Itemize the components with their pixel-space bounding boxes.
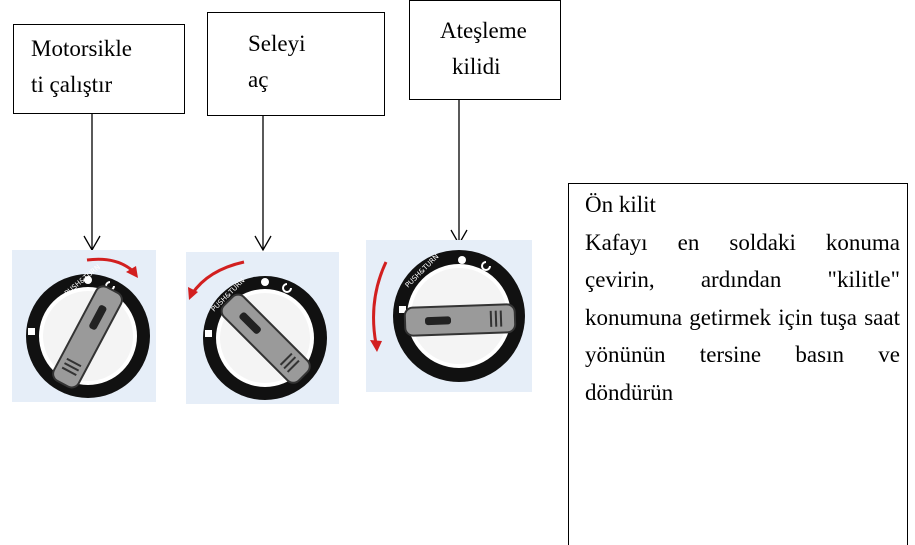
label-seat-line1: Seleyi [248, 31, 306, 56]
lock-mark-icon [399, 306, 406, 313]
handle-slot [239, 312, 261, 334]
label-ignition-line2: kilidi [452, 54, 501, 79]
knob-handle [403, 303, 517, 337]
start-mark-icon [261, 278, 269, 286]
start-mark-icon [84, 276, 92, 284]
note-body: Kafayı en soldaki konuma çevirin, ardınd… [585, 229, 900, 405]
lock-mark-icon [28, 328, 35, 335]
front-lock-note: Ön kilit Kafayı en soldaki konuma çeviri… [568, 183, 908, 545]
ignition-lock-knob: PUSH&TURN [366, 240, 532, 392]
label-ignition-line1: Ateşleme [440, 18, 527, 43]
note-title: Ön kilit [585, 192, 656, 217]
rotation-arrowhead [126, 266, 138, 278]
label-start-line2: ti çalıştır [31, 72, 113, 97]
label-open-seat: Seleyi aç [207, 12, 385, 116]
rotation-arrowhead [370, 340, 382, 352]
pointer-arrowhead-seat [254, 235, 272, 252]
rotation-arrow-counterclockwise [190, 260, 245, 295]
seat-open-knob: PUSH&TURN [186, 252, 339, 404]
label-seat-line2: aç [248, 67, 269, 92]
label-start-line1: Motorsikle [31, 36, 132, 61]
handle-slot [89, 305, 107, 330]
rotation-arrow-counterclockwise [372, 261, 388, 345]
label-start-motorcycle: Motorsikle ti çalıştır [13, 24, 185, 114]
rotation-arrowhead [188, 287, 198, 300]
power-mark-icon [282, 283, 292, 293]
handle-slot [424, 316, 452, 326]
label-ignition-lock: Ateşleme kilidi [409, 0, 561, 100]
start-position-knob: PUSH&TURN [12, 250, 156, 402]
power-mark-icon [481, 261, 491, 271]
start-mark-icon [458, 256, 466, 264]
lock-mark-icon [205, 330, 212, 337]
